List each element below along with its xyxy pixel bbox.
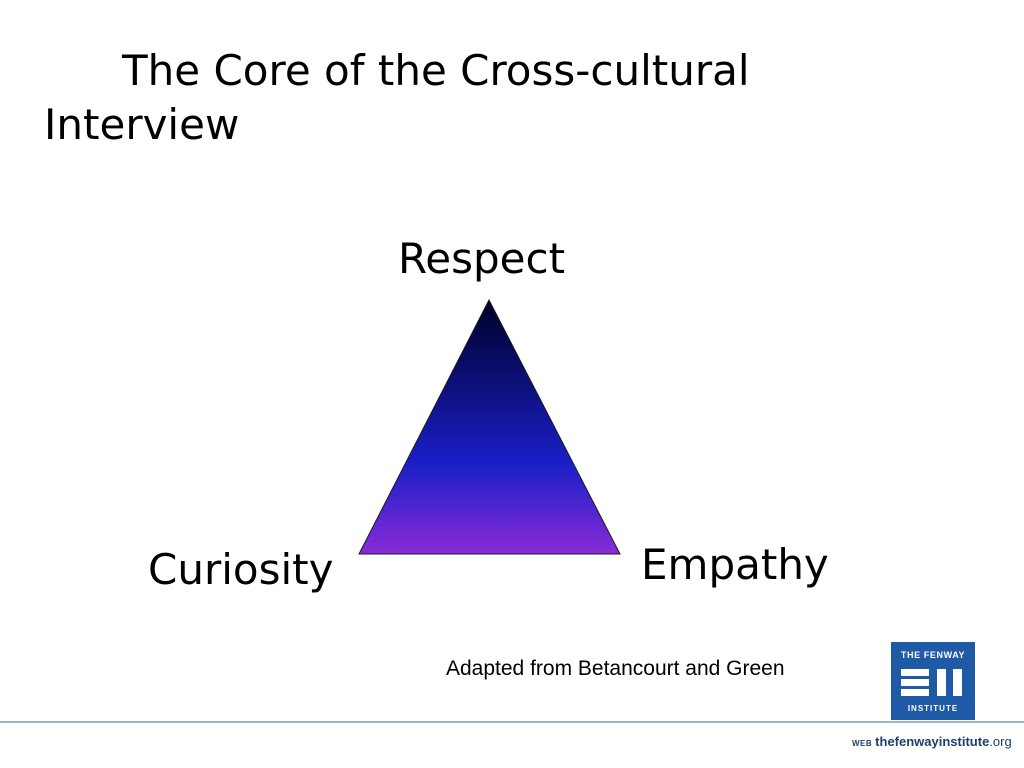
footer-site-suffix: .org: [989, 734, 1012, 749]
logo-mark-icon: [901, 669, 962, 696]
node-label-empathy: Empathy: [641, 540, 829, 589]
node-label-respect: Respect: [398, 234, 566, 283]
footer-divider: [0, 721, 1024, 723]
logo-text-top: THE FENWAY: [900, 650, 966, 660]
footer-site-name: thefenwayinstitute: [875, 734, 990, 749]
fenway-institute-logo: THE FENWAY INSTITUTE: [891, 642, 975, 720]
source-credit: Adapted from Betancourt and Green: [446, 657, 785, 680]
slide-title: The Core of the Cross-cultural Interview: [44, 46, 750, 149]
node-label-curiosity: Curiosity: [148, 545, 334, 594]
footer-web-label: WEB: [852, 739, 873, 748]
triangle-shape: [358, 298, 621, 555]
logo-text-bottom: INSTITUTE: [907, 704, 959, 713]
